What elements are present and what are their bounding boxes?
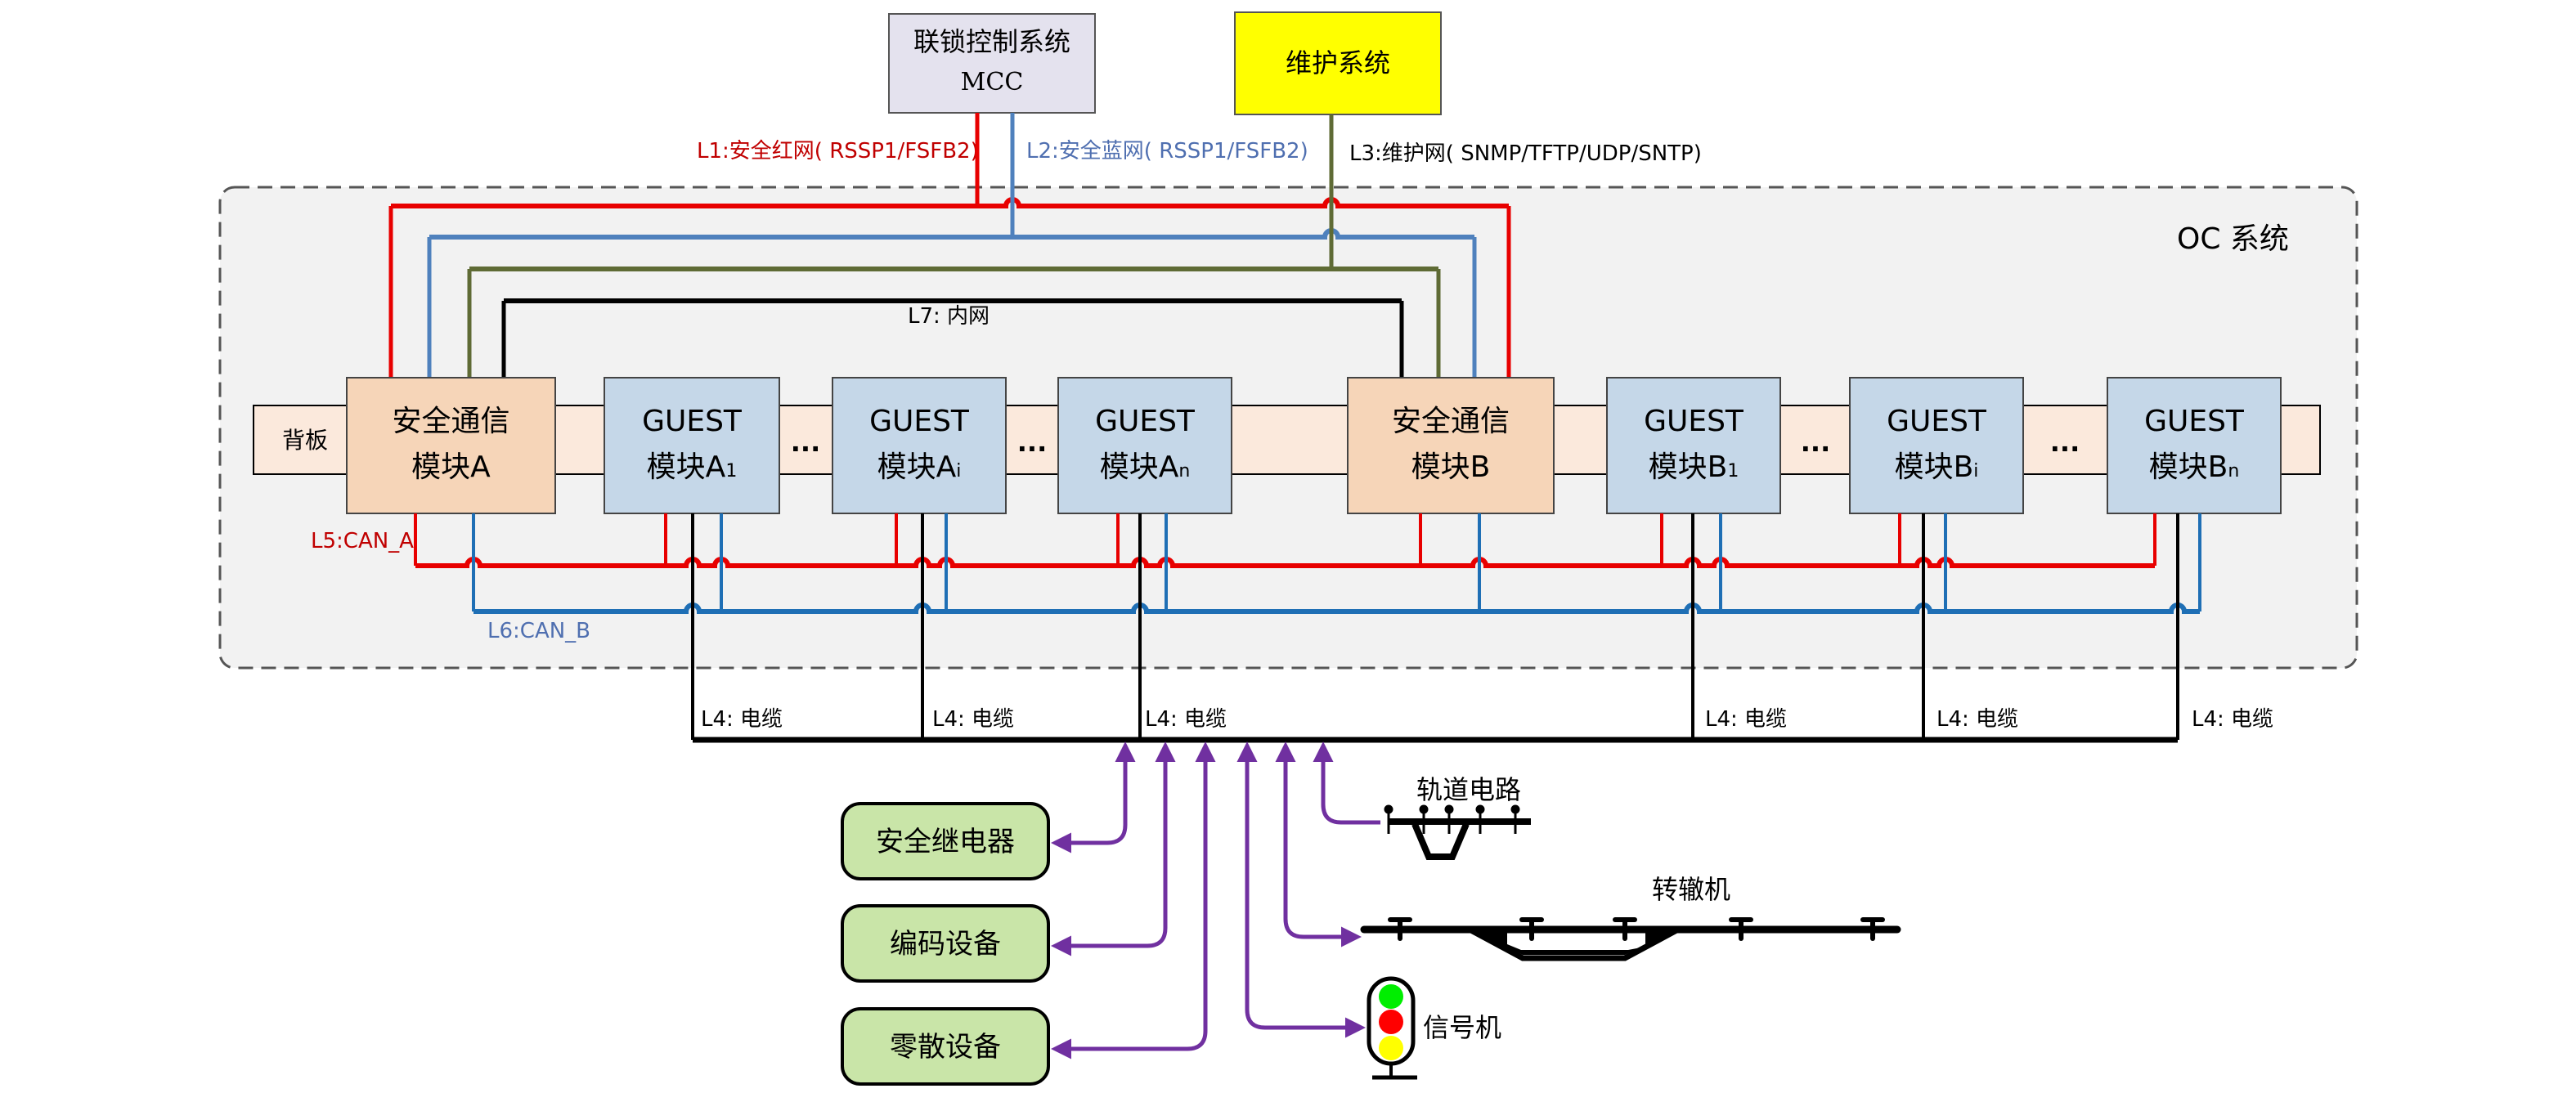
module-name: 模块A1 bbox=[647, 450, 738, 484]
module-rect bbox=[604, 378, 779, 513]
l4-label: L4: 电缆 bbox=[1936, 707, 2018, 732]
ellipsis-3: ... bbox=[2050, 427, 2080, 458]
signal-lamp-green bbox=[1379, 984, 1403, 1009]
link-coding-device bbox=[1055, 746, 1165, 946]
switch-machine[interactable]: 转辙机 bbox=[1364, 874, 1897, 958]
field-box-label: 编码设备 bbox=[890, 928, 1001, 961]
link-discrete-device bbox=[1055, 746, 1205, 1049]
module-rect bbox=[347, 378, 555, 513]
safety-comm-module-b[interactable]: 安全通信模块B bbox=[1348, 378, 1554, 513]
module-rect bbox=[1607, 378, 1780, 513]
l4-label: L4: 电缆 bbox=[1145, 707, 1227, 732]
mcc-title: 联锁控制系统 bbox=[913, 26, 1070, 57]
signal-lamp-red bbox=[1379, 1010, 1403, 1034]
guest-module-bn[interactable]: GUEST 模块Bn bbox=[2107, 378, 2281, 513]
module-name: 模块An bbox=[1100, 450, 1191, 484]
l7-label: L7: 内网 bbox=[908, 304, 990, 329]
l2-label: L2:安全蓝网( RSSP1/FSFB2) bbox=[1026, 139, 1308, 164]
guest-module-an[interactable]: GUEST 模块An bbox=[1058, 378, 1232, 513]
module-name: 模块B1 bbox=[1649, 450, 1739, 484]
l1-label: L1:安全红网( RSSP1/FSFB2) bbox=[697, 139, 979, 164]
module-title: GUEST bbox=[1887, 405, 1987, 438]
module-rect bbox=[832, 378, 1006, 513]
module-title: GUEST bbox=[642, 405, 743, 438]
module-name: 模块A bbox=[411, 450, 491, 484]
maintenance-box[interactable]: 维护系统 bbox=[1235, 12, 1441, 114]
track-circuit[interactable]: 轨道电路 bbox=[1385, 774, 1531, 857]
signal-lamp-yellow bbox=[1379, 1036, 1403, 1060]
field-box-label: 安全继电器 bbox=[876, 826, 1015, 858]
signal[interactable]: 信号机 bbox=[1369, 979, 1501, 1077]
l3-label: L3:维护网( SNMP/TFTP/UDP/SNTP) bbox=[1349, 141, 1702, 166]
mcc-subtitle: MCC bbox=[961, 68, 1024, 96]
module-title: GUEST bbox=[2144, 405, 2245, 438]
ellipsis-1: ... bbox=[1017, 427, 1047, 458]
field-box-coding-device[interactable]: 编码设备 bbox=[842, 906, 1048, 981]
module-rect bbox=[1348, 378, 1554, 513]
guest-module-b1[interactable]: GUEST 模块B1 bbox=[1607, 378, 1780, 513]
module-rect bbox=[1850, 378, 2023, 513]
module-name: 模块Bn bbox=[2149, 450, 2240, 484]
guest-module-a1[interactable]: GUEST 模块A1 bbox=[604, 378, 779, 513]
module-name: 模块Bi bbox=[1895, 450, 1979, 484]
field-box-safety-relay[interactable]: 安全继电器 bbox=[842, 804, 1048, 879]
track-circuit-label: 轨道电路 bbox=[1416, 774, 1521, 805]
module-title: GUEST bbox=[1095, 405, 1196, 438]
signal-label: 信号机 bbox=[1423, 1012, 1501, 1043]
signal-icon bbox=[1369, 979, 1417, 1077]
field-box-discrete-device[interactable]: 零散设备 bbox=[842, 1009, 1048, 1084]
module-rect bbox=[1058, 378, 1232, 513]
field-boxes: 安全继电器编码设备零散设备 bbox=[842, 804, 1048, 1084]
link-signal bbox=[1247, 746, 1362, 1028]
field-box-label: 零散设备 bbox=[890, 1031, 1001, 1064]
module-name: 模块Ai bbox=[877, 450, 962, 484]
track-circuit-icon bbox=[1385, 806, 1531, 857]
l4-label: L4: 电缆 bbox=[1705, 707, 1787, 732]
backplane-label: 背板 bbox=[282, 427, 328, 454]
module-title: GUEST bbox=[869, 405, 970, 438]
l4-label: L4: 电缆 bbox=[932, 707, 1014, 732]
mcc-box[interactable]: 联锁控制系统 MCC bbox=[889, 14, 1095, 113]
l5-label: L5:CAN_A bbox=[311, 529, 414, 553]
oc-system-title: OC 系统 bbox=[2177, 222, 2289, 256]
link-track-circuit bbox=[1323, 746, 1380, 822]
switch-machine-label: 转辙机 bbox=[1652, 874, 1730, 905]
l6-label: L6:CAN_B bbox=[487, 619, 590, 643]
module-title: 安全通信 bbox=[1392, 405, 1510, 438]
guest-module-ai[interactable]: GUEST 模块Ai bbox=[832, 378, 1006, 513]
maintenance-title: 维护系统 bbox=[1286, 47, 1390, 78]
module-title: 安全通信 bbox=[392, 405, 509, 438]
guest-module-bi[interactable]: GUEST 模块Bi bbox=[1850, 378, 2023, 513]
ellipsis-0: ... bbox=[791, 427, 820, 458]
module-title: GUEST bbox=[1644, 405, 1744, 438]
module-rect bbox=[2107, 378, 2281, 513]
module-name: 模块B bbox=[1411, 450, 1491, 484]
safety-comm-module-a[interactable]: 安全通信模块A bbox=[347, 378, 555, 513]
ellipsis-2: ... bbox=[1801, 427, 1830, 458]
switch-machine-icon bbox=[1364, 920, 1897, 958]
field-links bbox=[1055, 746, 1380, 1049]
link-safety-relay bbox=[1055, 746, 1125, 843]
l4-label: L4: 电缆 bbox=[701, 707, 783, 732]
l4-label: L4: 电缆 bbox=[2192, 707, 2273, 732]
